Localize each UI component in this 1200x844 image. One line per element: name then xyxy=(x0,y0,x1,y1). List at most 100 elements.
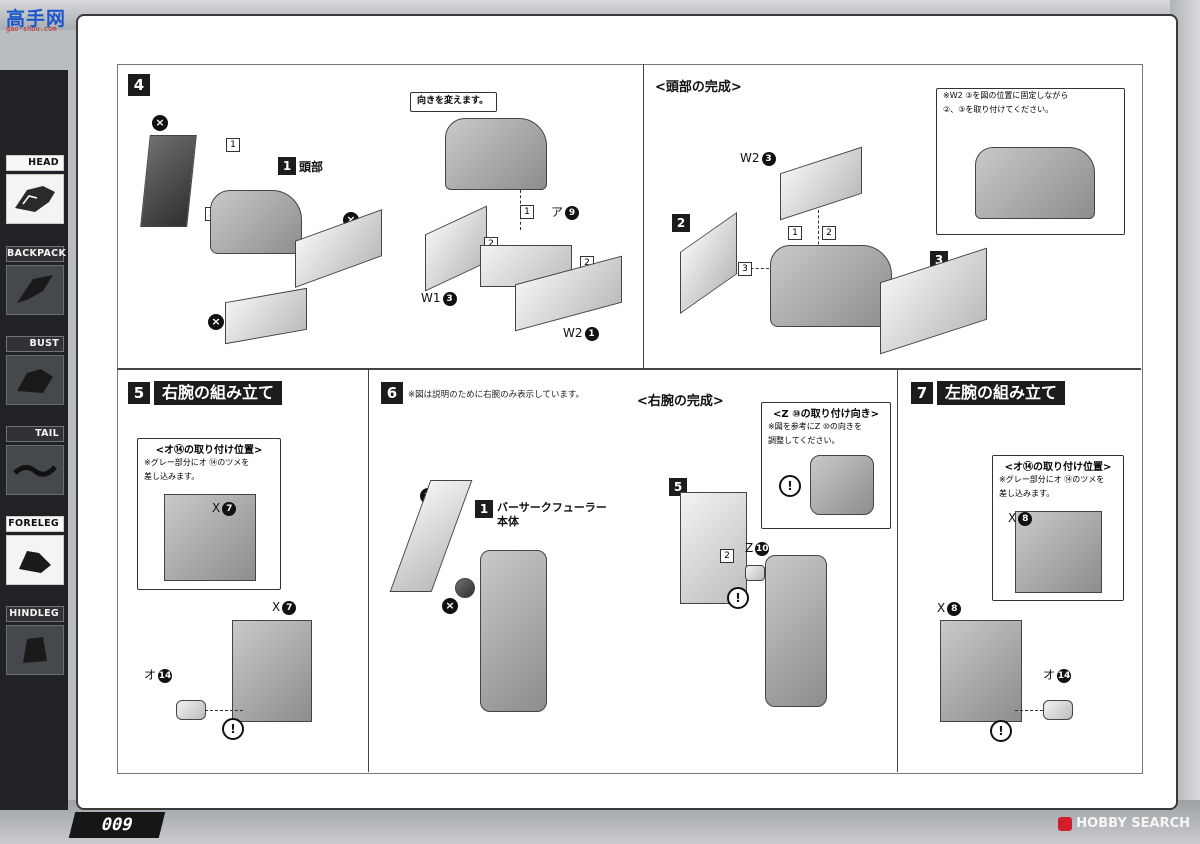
peg-part xyxy=(1043,700,1073,720)
part-number-7: 7 xyxy=(222,501,237,516)
body-arm-part xyxy=(480,550,547,712)
step-7-callout-text-1: ※グレー部分にオ ⑭のツメを xyxy=(999,475,1105,484)
z-callout-text-1: ※図を参考にZ ⑩の向きを xyxy=(768,422,862,431)
part-tag-1: 1 xyxy=(475,500,493,518)
callout-arm-part xyxy=(164,494,256,581)
sidebar-item-backpack[interactable]: BACKPACK xyxy=(6,246,66,315)
x-text: X xyxy=(937,601,946,615)
w1-text: W1 xyxy=(421,291,441,305)
watermark-text: HOBBY SEARCH xyxy=(1076,816,1190,831)
berserk-fuhrer-label-2: 本体 xyxy=(497,515,519,528)
order-box-1: 1 xyxy=(226,138,240,152)
step-5-number: 5 xyxy=(128,382,150,404)
head-thumbnail-icon xyxy=(6,174,64,224)
part-tag-2: 2 xyxy=(672,214,690,232)
foreleg-thumbnail-icon xyxy=(6,535,64,585)
rotate-note-box: 向きを変えます。 xyxy=(410,92,497,112)
watermark-badge-icon xyxy=(1058,816,1073,831)
hindleg-thumbnail-icon xyxy=(6,625,64,675)
step-5-callout-title: <オ⑭の取り付け位置> xyxy=(155,445,263,456)
w2-text: W2 xyxy=(563,326,583,340)
part-number-14: 14 xyxy=(1057,668,1072,683)
col-divider-top xyxy=(643,64,644,368)
rotate-note: 向きを変えます。 xyxy=(417,96,489,106)
tail-thumbnail-icon xyxy=(6,445,64,495)
sidebar-item-foreleg[interactable]: FORELEG xyxy=(6,516,64,585)
step-5-callout-text-1: ※グレー部分にオ ⑭のツメを xyxy=(144,458,250,467)
page-number: 009 xyxy=(68,812,166,838)
peg-part xyxy=(176,700,206,720)
watermark: HOBBY SEARCH xyxy=(1058,816,1190,831)
order-box-3: 3 xyxy=(738,262,752,276)
callout-arm-part xyxy=(1015,511,1102,593)
parts-sidebar: HEAD BACKPACK BUST TAIL FORELEG HINDLEG xyxy=(0,70,68,810)
part-number-1: 1 xyxy=(584,326,599,341)
part-number-8: 8 xyxy=(947,601,962,616)
head-detail-callout: ※W2 ③を図の位置に固定しながら ②、③を取り付けてください。 xyxy=(936,88,1125,235)
sidebar-item-label: BACKPACK xyxy=(6,246,66,262)
head-detail-part xyxy=(975,147,1095,219)
step-5-callout: <オ⑭の取り付け位置> ※グレー部分にオ ⑭のツメを 差し込みます。 xyxy=(137,438,281,590)
instructions-frame xyxy=(117,64,1143,774)
caution-icon: ! xyxy=(990,720,1012,742)
assembly-guide-line xyxy=(1015,710,1043,711)
remove-mark-icon: × xyxy=(442,598,458,614)
part-a-text: ア xyxy=(551,205,564,219)
step-7-callout-title: <オ⑭の取り付け位置> xyxy=(1004,462,1112,473)
o-text: オ xyxy=(1043,668,1056,682)
assembly-guide-line xyxy=(205,710,243,711)
part-number-3: 3 xyxy=(761,151,776,166)
sidebar-item-label: FORELEG xyxy=(6,516,64,532)
backpack-thumbnail-icon xyxy=(6,265,64,315)
part-number-14: 14 xyxy=(158,668,173,683)
sidebar-item-bust[interactable]: BUST xyxy=(6,336,64,405)
sidebar-item-label: TAIL xyxy=(6,426,64,442)
sidebar-item-hindleg[interactable]: HINDLEG xyxy=(6,606,64,675)
arm-shell-part xyxy=(680,492,747,604)
arm-shell-part xyxy=(232,620,312,722)
right-arm-complete-title: <右腕の完成> xyxy=(637,394,724,409)
site-logo[interactable]: 高手网 gao-shou.com xyxy=(0,0,72,36)
col-divider-bottom-2 xyxy=(897,370,898,772)
assembly-guide-line xyxy=(818,210,819,260)
berserk-fuhrer-label-1: バーサークフューラー xyxy=(497,501,607,514)
part-tag-5: 5 xyxy=(669,478,687,496)
step-6-note: ※図は説明のために右腕のみ表示しています。 xyxy=(408,390,585,400)
assembly-guide-line xyxy=(740,268,790,269)
step-5-callout-text-2: 差し込みます。 xyxy=(144,472,200,481)
sidebar-item-label: HINDLEG xyxy=(6,606,64,622)
sidebar-item-label: HEAD xyxy=(6,155,64,171)
part-number-8: 8 xyxy=(1018,511,1033,526)
arm-shell-part xyxy=(940,620,1022,722)
z-text: Z xyxy=(745,541,754,555)
sidebar-item-label: BUST xyxy=(6,336,64,352)
x-text: X xyxy=(212,501,221,515)
z-part xyxy=(745,565,765,581)
sidebar-item-tail[interactable]: TAIL xyxy=(6,426,64,495)
caution-icon: ! xyxy=(727,587,749,609)
head-detail-note-1: ※W2 ③を図の位置に固定しながら xyxy=(943,91,1069,100)
step-7-callout: <オ⑭の取り付け位置> ※グレー部分にオ ⑭のツメを 差し込みます。 xyxy=(992,455,1124,601)
x-text: X xyxy=(272,600,281,614)
order-box-2: 2 xyxy=(822,226,836,240)
order-box-2: 2 xyxy=(720,549,734,563)
sidebar-item-head[interactable]: HEAD xyxy=(6,155,64,224)
part-number-3: 3 xyxy=(442,291,457,306)
part-tag-1: 1 xyxy=(278,157,296,175)
order-box-1: 1 xyxy=(788,226,802,240)
head-detail-note-2: ②、③を取り付けてください。 xyxy=(943,105,1054,114)
caution-icon: ! xyxy=(779,475,801,497)
head-assembled-part xyxy=(770,245,892,327)
step-7-callout-text-2: 差し込みます。 xyxy=(999,489,1055,498)
logo-text: 高手网 xyxy=(6,8,67,30)
step-7-number: 7 xyxy=(911,382,933,404)
